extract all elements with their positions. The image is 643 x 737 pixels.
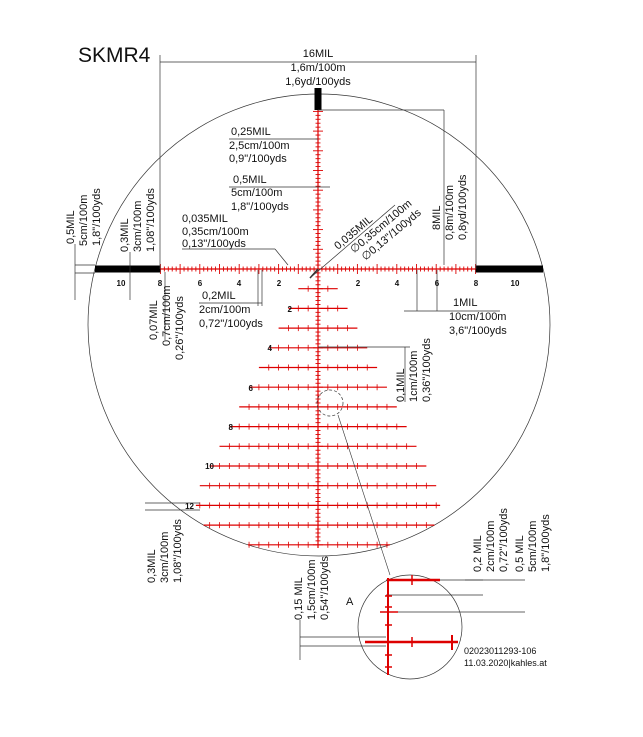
dim-text: 1,8"/100yds [91, 188, 103, 246]
h-number: 6 [435, 279, 440, 288]
dim-text: 1cm/100m [408, 351, 420, 402]
v-number: 4 [268, 344, 273, 353]
detail-marker-circle [316, 389, 344, 417]
dim-02-detail: 0,2 MIL 2cm/100m 0,72"/100yds [472, 508, 510, 572]
dim-line [309, 204, 396, 279]
dim-05: 0,5MIL 5cm/100m 1,8"/100yds [231, 174, 289, 213]
dim-text: 0,8yd/100yds [457, 174, 469, 240]
dim-left-05: 0,5MIL 5cm/100m 1,8"/100yds [65, 188, 103, 246]
h-number: 8 [474, 279, 479, 288]
dim-text: 1,8"/100yds [231, 201, 289, 213]
reticle [95, 88, 543, 548]
detail-label: A [346, 596, 354, 608]
dim-text: 2cm/100m [199, 304, 250, 316]
dim-text: 0,13"/100yds [182, 238, 246, 250]
h-number: 10 [511, 279, 520, 288]
dim-line [274, 248, 289, 266]
dim-text: 0,5 MIL [514, 535, 526, 572]
dim-text: 3,6"/100yds [449, 325, 507, 337]
dim-1mil: 1MIL 10cm/100m 3,6"/100yds [449, 297, 507, 337]
h-number: 10 [117, 279, 126, 288]
dim-text: 1,5cm/100m [306, 559, 318, 620]
dim-text: 1,08"/100yds [145, 188, 157, 252]
dim-text: 0,5MIL [65, 210, 77, 244]
dim-text: 1,6yd/100yds [285, 76, 351, 88]
dim-text: 5cm/100m [231, 187, 282, 199]
dimension-lines [74, 55, 525, 680]
dim-text: 0,15 MIL [293, 577, 305, 620]
dim-text: 0,26"/100yds [174, 296, 186, 360]
dim-text: 0,3MIL [119, 218, 131, 252]
detail-magnified-circle [357, 574, 463, 680]
dim-007: 0,07MIL 0,7cm/100m 0,26"/100yds [148, 285, 186, 360]
dim-text: 1,08"/100yds [172, 519, 184, 583]
dim-text: 3cm/100m [132, 201, 144, 252]
dim-text: 0,54"/100yds [319, 556, 331, 620]
dim-left-03: 0,3MIL 3cm/100m 1,08"/100yds [119, 188, 157, 252]
dim-arrow [309, 268, 319, 279]
dim-text: 0,9"/100yds [229, 153, 287, 165]
dim-02: 0,2MIL 2cm/100m 0,72"/100yds [199, 290, 263, 330]
leader-line [337, 414, 391, 576]
dim-text: 0,035MIL [182, 213, 228, 225]
dim-025: 0,25MIL 2,5cm/100m 0,9"/100yds [229, 126, 290, 165]
dim-text: 0,3MIL [146, 549, 158, 583]
dim-text: 16MIL [303, 48, 334, 60]
dim-text: 0,07MIL [148, 300, 160, 340]
dim-03-lower: 0,3MIL 3cm/100m 1,08"/100yds [146, 519, 184, 583]
v-number: 8 [229, 423, 234, 432]
h-number: 6 [198, 279, 203, 288]
dim-text: 0,36"/100yds [421, 338, 433, 402]
dim-01: 0,1MIL 1cm/100m 0,36"/100yds [395, 338, 433, 402]
dim-text: 0,72"/100yds [498, 508, 510, 572]
dim-0035-left: 0,035MIL 0,35cm/100m 0,13"/100yds [182, 213, 249, 250]
h-number: 4 [237, 279, 242, 288]
v-number: 12 [185, 502, 194, 511]
dim-text: 1,6m/100m [290, 62, 345, 74]
dim-text: 8MIL [431, 206, 443, 230]
dim-text: 0,2MIL [202, 290, 236, 302]
dim-text: 5cm/100m [527, 521, 539, 572]
v-number: 10 [205, 462, 214, 471]
vertical-scale-numbers: 2 4 6 8 10 12 [185, 305, 292, 511]
dim-015: 0,15 MIL 1,5cm/100m 0,54"/100yds [293, 556, 331, 620]
dim-text: 0,2 MIL [472, 535, 484, 572]
dim-text: 10cm/100m [449, 311, 506, 323]
dim-text: 2cm/100m [485, 521, 497, 572]
dim-text: 3cm/100m [159, 532, 171, 583]
diagram-title: SKMR4 [78, 44, 151, 67]
dim-0035-diagonal: 0,035MIL ∅0,35cm/100m ∅0,13"/100yds [332, 198, 424, 264]
top-dimension: 16MIL 1,6m/100m 1,6yd/100yds [285, 48, 351, 88]
dim-text: 1,8"/100yds [540, 514, 552, 572]
dim-text: 0,8m/100m [444, 185, 456, 240]
v-number: 6 [249, 384, 254, 393]
dim-text: 0,25MIL [231, 126, 271, 138]
horizontal-scale-numbers: 10 8 6 4 2 2 4 6 8 10 [117, 279, 520, 288]
h-number: 2 [277, 279, 282, 288]
h-number: 2 [356, 279, 361, 288]
dim-05-detail: 0,5 MIL 5cm/100m 1,8"/100yds [514, 514, 552, 572]
dim-8mil: 8MIL 0,8m/100m 0,8yd/100yds [431, 174, 469, 240]
h-number: 8 [158, 279, 163, 288]
drawing-number: 02023011293-106 [464, 646, 536, 656]
dim-text: 1MIL [453, 297, 477, 309]
dim-text: 5cm/100m [78, 195, 90, 246]
date-source: 11.03.2020|kahles.at [464, 658, 547, 668]
dim-text: 2,5cm/100m [229, 140, 290, 152]
dim-text: 0,7cm/100m [161, 285, 173, 346]
dim-text: 0,72"/100yds [199, 318, 263, 330]
h-number: 4 [395, 279, 400, 288]
dim-text: 0,35cm/100m [182, 226, 249, 238]
v-number: 2 [288, 305, 293, 314]
dim-text: 0,1MIL [395, 368, 407, 402]
dim-text: 0,5MIL [233, 174, 267, 186]
